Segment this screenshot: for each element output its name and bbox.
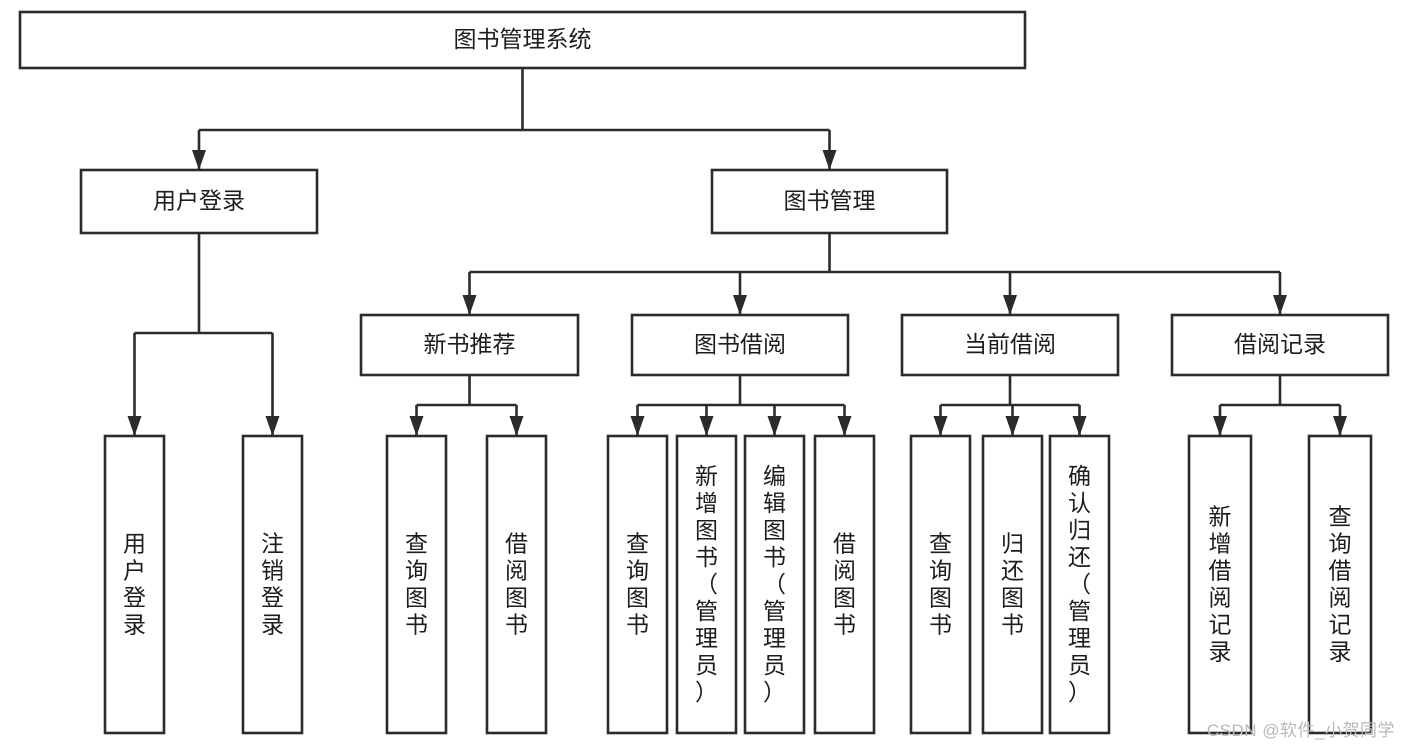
node-box bbox=[909, 434, 972, 735]
edge-group-l2_0 bbox=[127, 233, 280, 436]
arrow-head-icon bbox=[1005, 416, 1020, 436]
node-l3_1[interactable]: 图书借阅 bbox=[630, 313, 850, 377]
node-leaf_5[interactable]: 新增图书（管理员） bbox=[675, 434, 738, 735]
node-l3_2[interactable]: 当前借阅 bbox=[900, 313, 1120, 377]
node-label: 新增借阅记录 bbox=[1209, 504, 1232, 665]
arrow-head-icon bbox=[733, 295, 747, 315]
node-label: 图书管理系统 bbox=[454, 26, 592, 52]
node-box bbox=[359, 313, 580, 377]
edge-group-l3_3 bbox=[1213, 375, 1347, 436]
node-label: 借阅图书 bbox=[833, 531, 856, 638]
node-box bbox=[18, 10, 1027, 70]
node-leaf_6[interactable]: 编辑图书（管理员） bbox=[743, 434, 806, 735]
node-label: 用户登录 bbox=[123, 531, 146, 638]
node-label: 查询图书 bbox=[929, 531, 952, 638]
node-label: 当前借阅 bbox=[964, 331, 1056, 357]
node-box bbox=[241, 434, 304, 735]
node-box bbox=[710, 168, 949, 235]
arrow-head-icon bbox=[1213, 416, 1227, 436]
node-label: 查询借阅记录 bbox=[1329, 504, 1352, 665]
arrow-head-icon bbox=[837, 416, 852, 436]
edge-group-l2_1 bbox=[462, 233, 1287, 315]
node-leaf_11[interactable]: 新增借阅记录 bbox=[1187, 434, 1253, 735]
arrow-head-icon bbox=[767, 416, 782, 436]
node-label: 注销登录 bbox=[261, 531, 284, 638]
node-label: 新增图书（管理员） bbox=[695, 463, 718, 705]
node-leaf_2[interactable]: 查询图书 bbox=[385, 434, 448, 735]
node-l3_0[interactable]: 新书推荐 bbox=[359, 313, 580, 377]
node-l2_1[interactable]: 图书管理 bbox=[710, 168, 949, 235]
arrow-head-icon bbox=[265, 416, 280, 436]
node-label: 归还图书 bbox=[1001, 531, 1024, 638]
node-root[interactable]: 图书管理系统 bbox=[18, 10, 1027, 70]
arrow-head-icon bbox=[630, 416, 645, 436]
node-label: 查询图书 bbox=[626, 531, 649, 638]
node-leaf_8[interactable]: 查询图书 bbox=[909, 434, 972, 735]
arrow-head-icon bbox=[1333, 416, 1347, 436]
node-l2_0[interactable]: 用户登录 bbox=[79, 168, 319, 235]
node-leaf_7[interactable]: 借阅图书 bbox=[813, 434, 876, 735]
edge-group-l3_2 bbox=[933, 375, 1087, 436]
arrow-head-icon bbox=[509, 416, 524, 436]
node-leaf_1[interactable]: 注销登录 bbox=[241, 434, 304, 735]
node-label: 查询图书 bbox=[405, 531, 428, 638]
arrow-head-icon bbox=[409, 416, 424, 436]
node-box bbox=[900, 313, 1120, 377]
node-label: 图书借阅 bbox=[694, 331, 786, 357]
node-l3_3[interactable]: 借阅记录 bbox=[1170, 313, 1390, 377]
node-label: 借阅记录 bbox=[1234, 331, 1326, 357]
node-box bbox=[1170, 313, 1390, 377]
arrow-head-icon bbox=[192, 150, 206, 170]
arrow-head-icon bbox=[699, 416, 714, 436]
edge-group-l3_1 bbox=[630, 375, 852, 436]
node-box bbox=[630, 313, 850, 377]
node-box bbox=[103, 434, 166, 735]
node-box bbox=[675, 434, 738, 735]
connector-layer bbox=[127, 68, 1347, 436]
node-label: 新书推荐 bbox=[424, 331, 516, 357]
node-label: 编辑图书（管理员） bbox=[763, 463, 786, 705]
arrow-head-icon bbox=[127, 416, 142, 436]
node-leaf_3[interactable]: 借阅图书 bbox=[485, 434, 548, 735]
node-label: 用户登录 bbox=[153, 188, 245, 214]
arrow-head-icon bbox=[933, 416, 948, 436]
node-leaf_0[interactable]: 用户登录 bbox=[103, 434, 166, 735]
edge-group-l3_0 bbox=[409, 375, 524, 436]
node-box bbox=[1048, 434, 1111, 735]
arrow-head-icon bbox=[462, 295, 477, 315]
arrow-head-icon bbox=[1003, 295, 1017, 315]
node-leaf_9[interactable]: 归还图书 bbox=[981, 434, 1044, 735]
node-label: 确认归还（管理员） bbox=[1068, 463, 1091, 705]
node-box bbox=[981, 434, 1044, 735]
node-leaf_4[interactable]: 查询图书 bbox=[606, 434, 669, 735]
node-box bbox=[385, 434, 448, 735]
node-leaf_12[interactable]: 查询借阅记录 bbox=[1307, 434, 1373, 735]
node-box bbox=[79, 168, 319, 235]
arrow-head-icon bbox=[1072, 416, 1087, 436]
node-box bbox=[1307, 434, 1373, 735]
node-box bbox=[743, 434, 806, 735]
node-box bbox=[606, 434, 669, 735]
edge-group-root bbox=[192, 68, 837, 170]
node-box bbox=[1187, 434, 1253, 735]
node-box bbox=[813, 434, 876, 735]
node-label: 图书管理 bbox=[784, 188, 876, 214]
node-box bbox=[485, 434, 548, 735]
node-leaf_10[interactable]: 确认归还（管理员） bbox=[1048, 434, 1111, 735]
arrow-head-icon bbox=[822, 150, 837, 170]
node-label: 借阅图书 bbox=[505, 531, 528, 638]
node-layer: 图书管理系统用户登录图书管理新书推荐图书借阅当前借阅借阅记录用户登录注销登录查询… bbox=[18, 10, 1390, 735]
arrow-head-icon bbox=[1273, 295, 1287, 315]
